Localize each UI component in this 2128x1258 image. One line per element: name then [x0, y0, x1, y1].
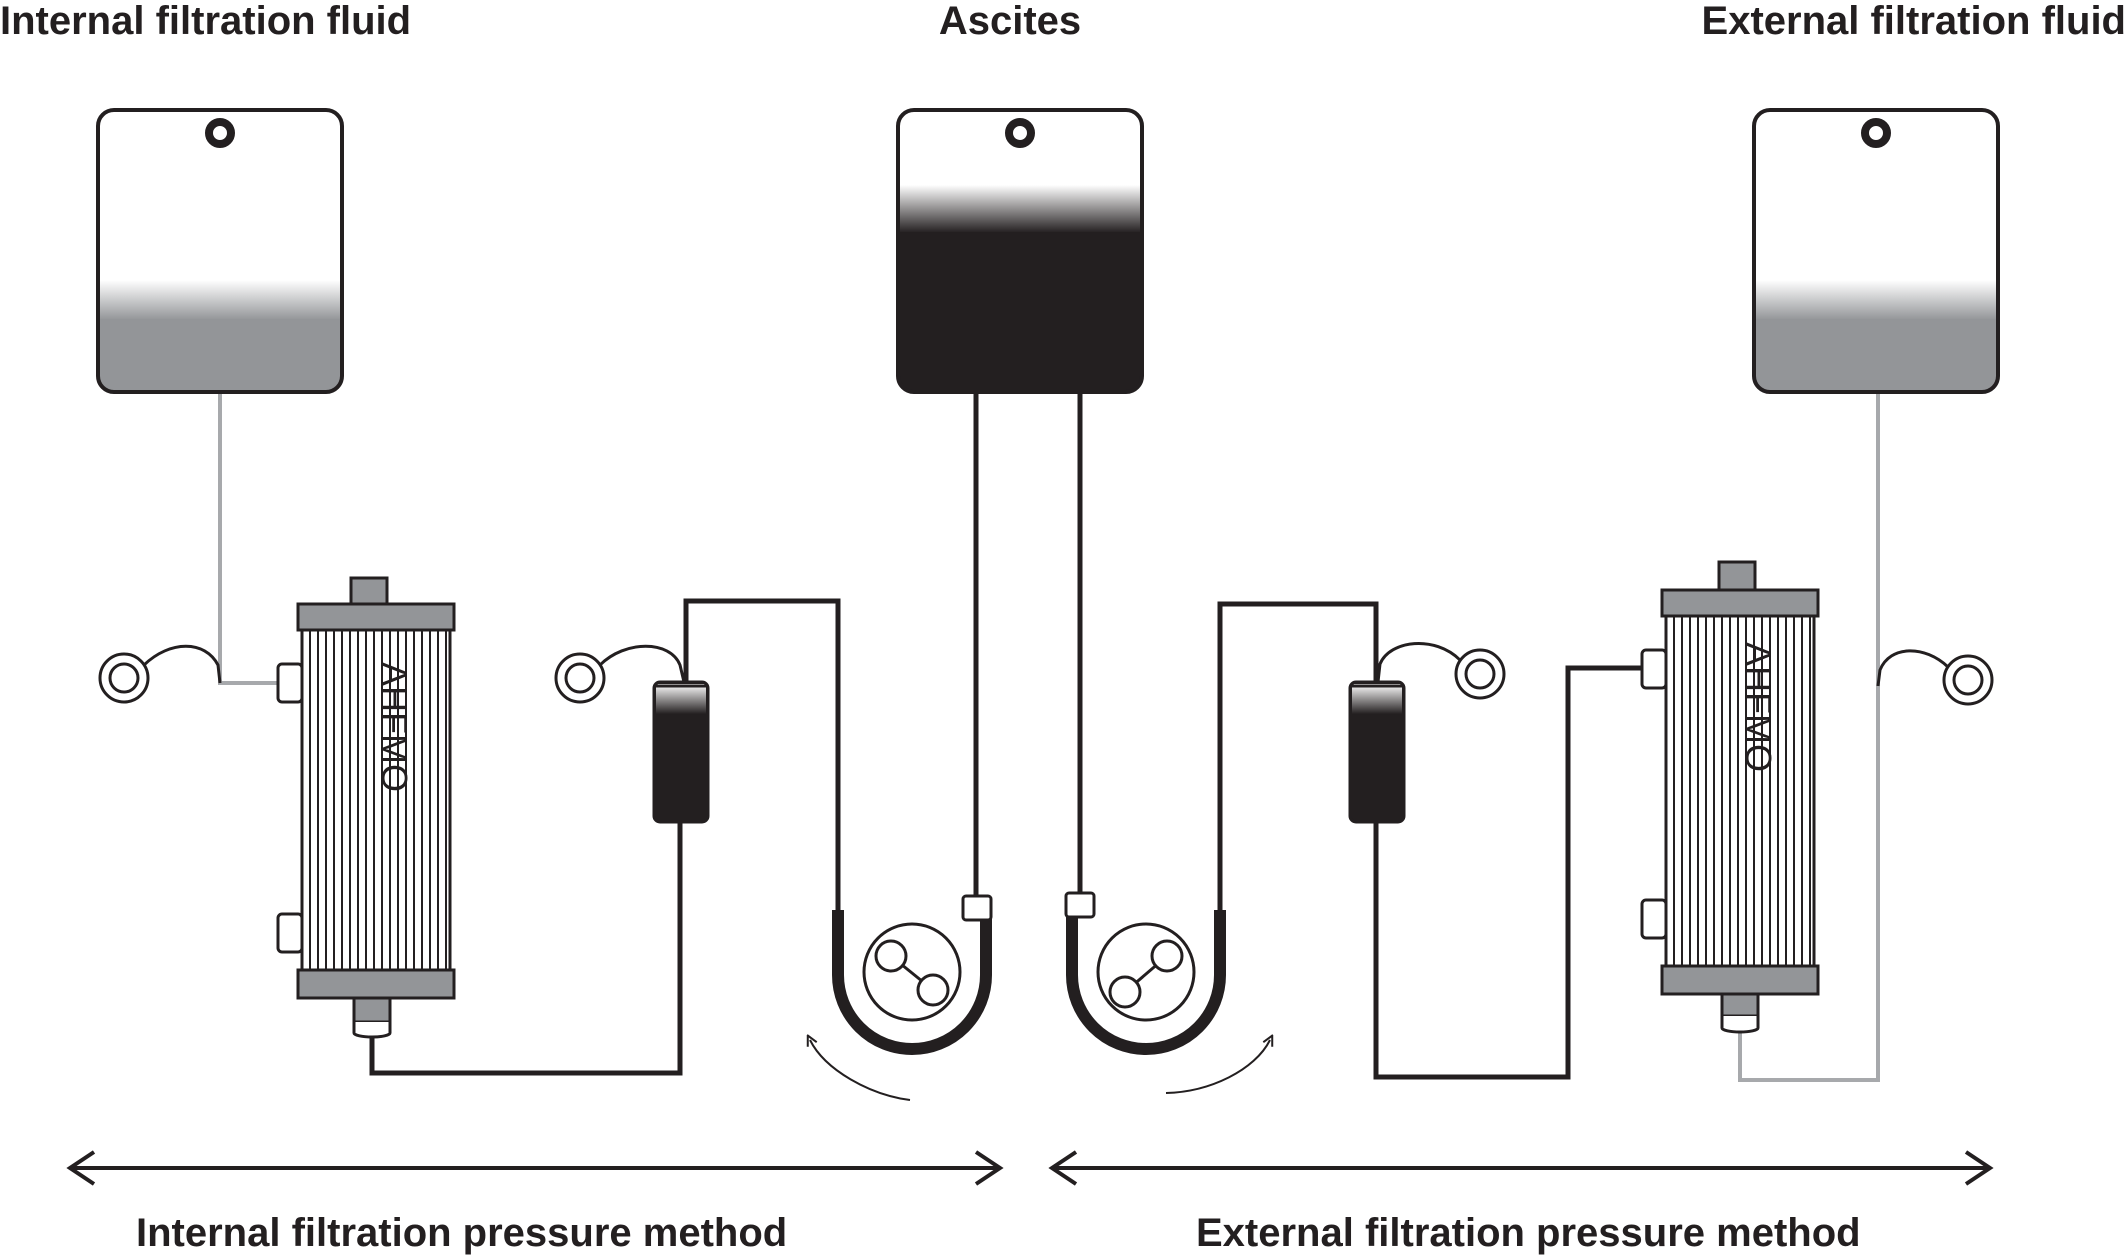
pressure-gauge-connector-icon [1942, 654, 1994, 706]
filter-internal: AHFMO [276, 576, 456, 1039]
pressure-gauge-connector-icon [98, 652, 150, 704]
filter-side-port [1640, 648, 1668, 690]
bag-ascites [896, 108, 1144, 394]
label-external-filtration-pressure-method: External filtration pressure method [1196, 1211, 1861, 1255]
filter-brand-label: AHFMO [1738, 642, 1779, 772]
pressure-line-clamp-right-chamber [1376, 641, 1506, 700]
filter-side-port [1640, 898, 1668, 940]
tubing [218, 392, 1880, 1082]
label-external-filtration-fluid: External filtration fluid [1702, 0, 2126, 43]
rotation-arrow-icon [810, 1040, 911, 1101]
pump-roller-icon [916, 973, 950, 1007]
tube-left-pump-feed [683, 598, 841, 910]
pump-roller-icon [1108, 975, 1142, 1009]
pump-roller-icon [1150, 939, 1184, 973]
tube-left-return-line [369, 822, 683, 1076]
roller-pump-left [810, 894, 993, 1101]
pump-roller-icon [874, 939, 908, 973]
drip-chamber-left [652, 680, 710, 824]
tube-external-fluid-line [1738, 392, 1880, 1082]
bag-hanger-hole-icon [1861, 118, 1891, 148]
filter-side-port [276, 912, 304, 954]
filter-external: AHFMO [1640, 560, 1820, 1034]
pressure-line-clamp-left-filter [98, 644, 222, 704]
label-internal-filtration-fluid: Internal filtration fluid [0, 0, 411, 43]
pressure-gauge-connector-icon [1454, 648, 1506, 700]
roller-pump-right [1064, 891, 1270, 1094]
bag-internal-filtration-fluid [96, 108, 344, 394]
tube-right-pump-feed [1217, 601, 1379, 910]
label-ascites: Ascites [939, 0, 1081, 43]
drip-chamber-right [1348, 680, 1406, 824]
bag-hanger-hole-icon [1005, 118, 1035, 148]
rotation-arrow-icon [1165, 1040, 1270, 1094]
filter-side-port [276, 662, 304, 704]
filter-brand-label: AHFMO [374, 662, 415, 792]
arrow-internal-method-span [66, 1150, 1004, 1186]
tube-right-return-line [1373, 665, 1644, 1080]
pressure-gauge-connector-icon [554, 652, 606, 704]
pressure-line-clamp-right-filter [1876, 649, 1994, 706]
label-internal-filtration-pressure-method: Internal filtration pressure method [136, 1211, 787, 1255]
tube-connector [1064, 891, 1096, 919]
tube-internal-fluid-line [218, 392, 296, 685]
pressure-line-clamp-left-chamber [554, 644, 686, 704]
bag-hanger-hole-icon [205, 118, 235, 148]
tube-connector [961, 894, 993, 922]
arrow-external-method-span [1048, 1150, 1994, 1186]
bag-external-filtration-fluid [1752, 108, 2000, 394]
